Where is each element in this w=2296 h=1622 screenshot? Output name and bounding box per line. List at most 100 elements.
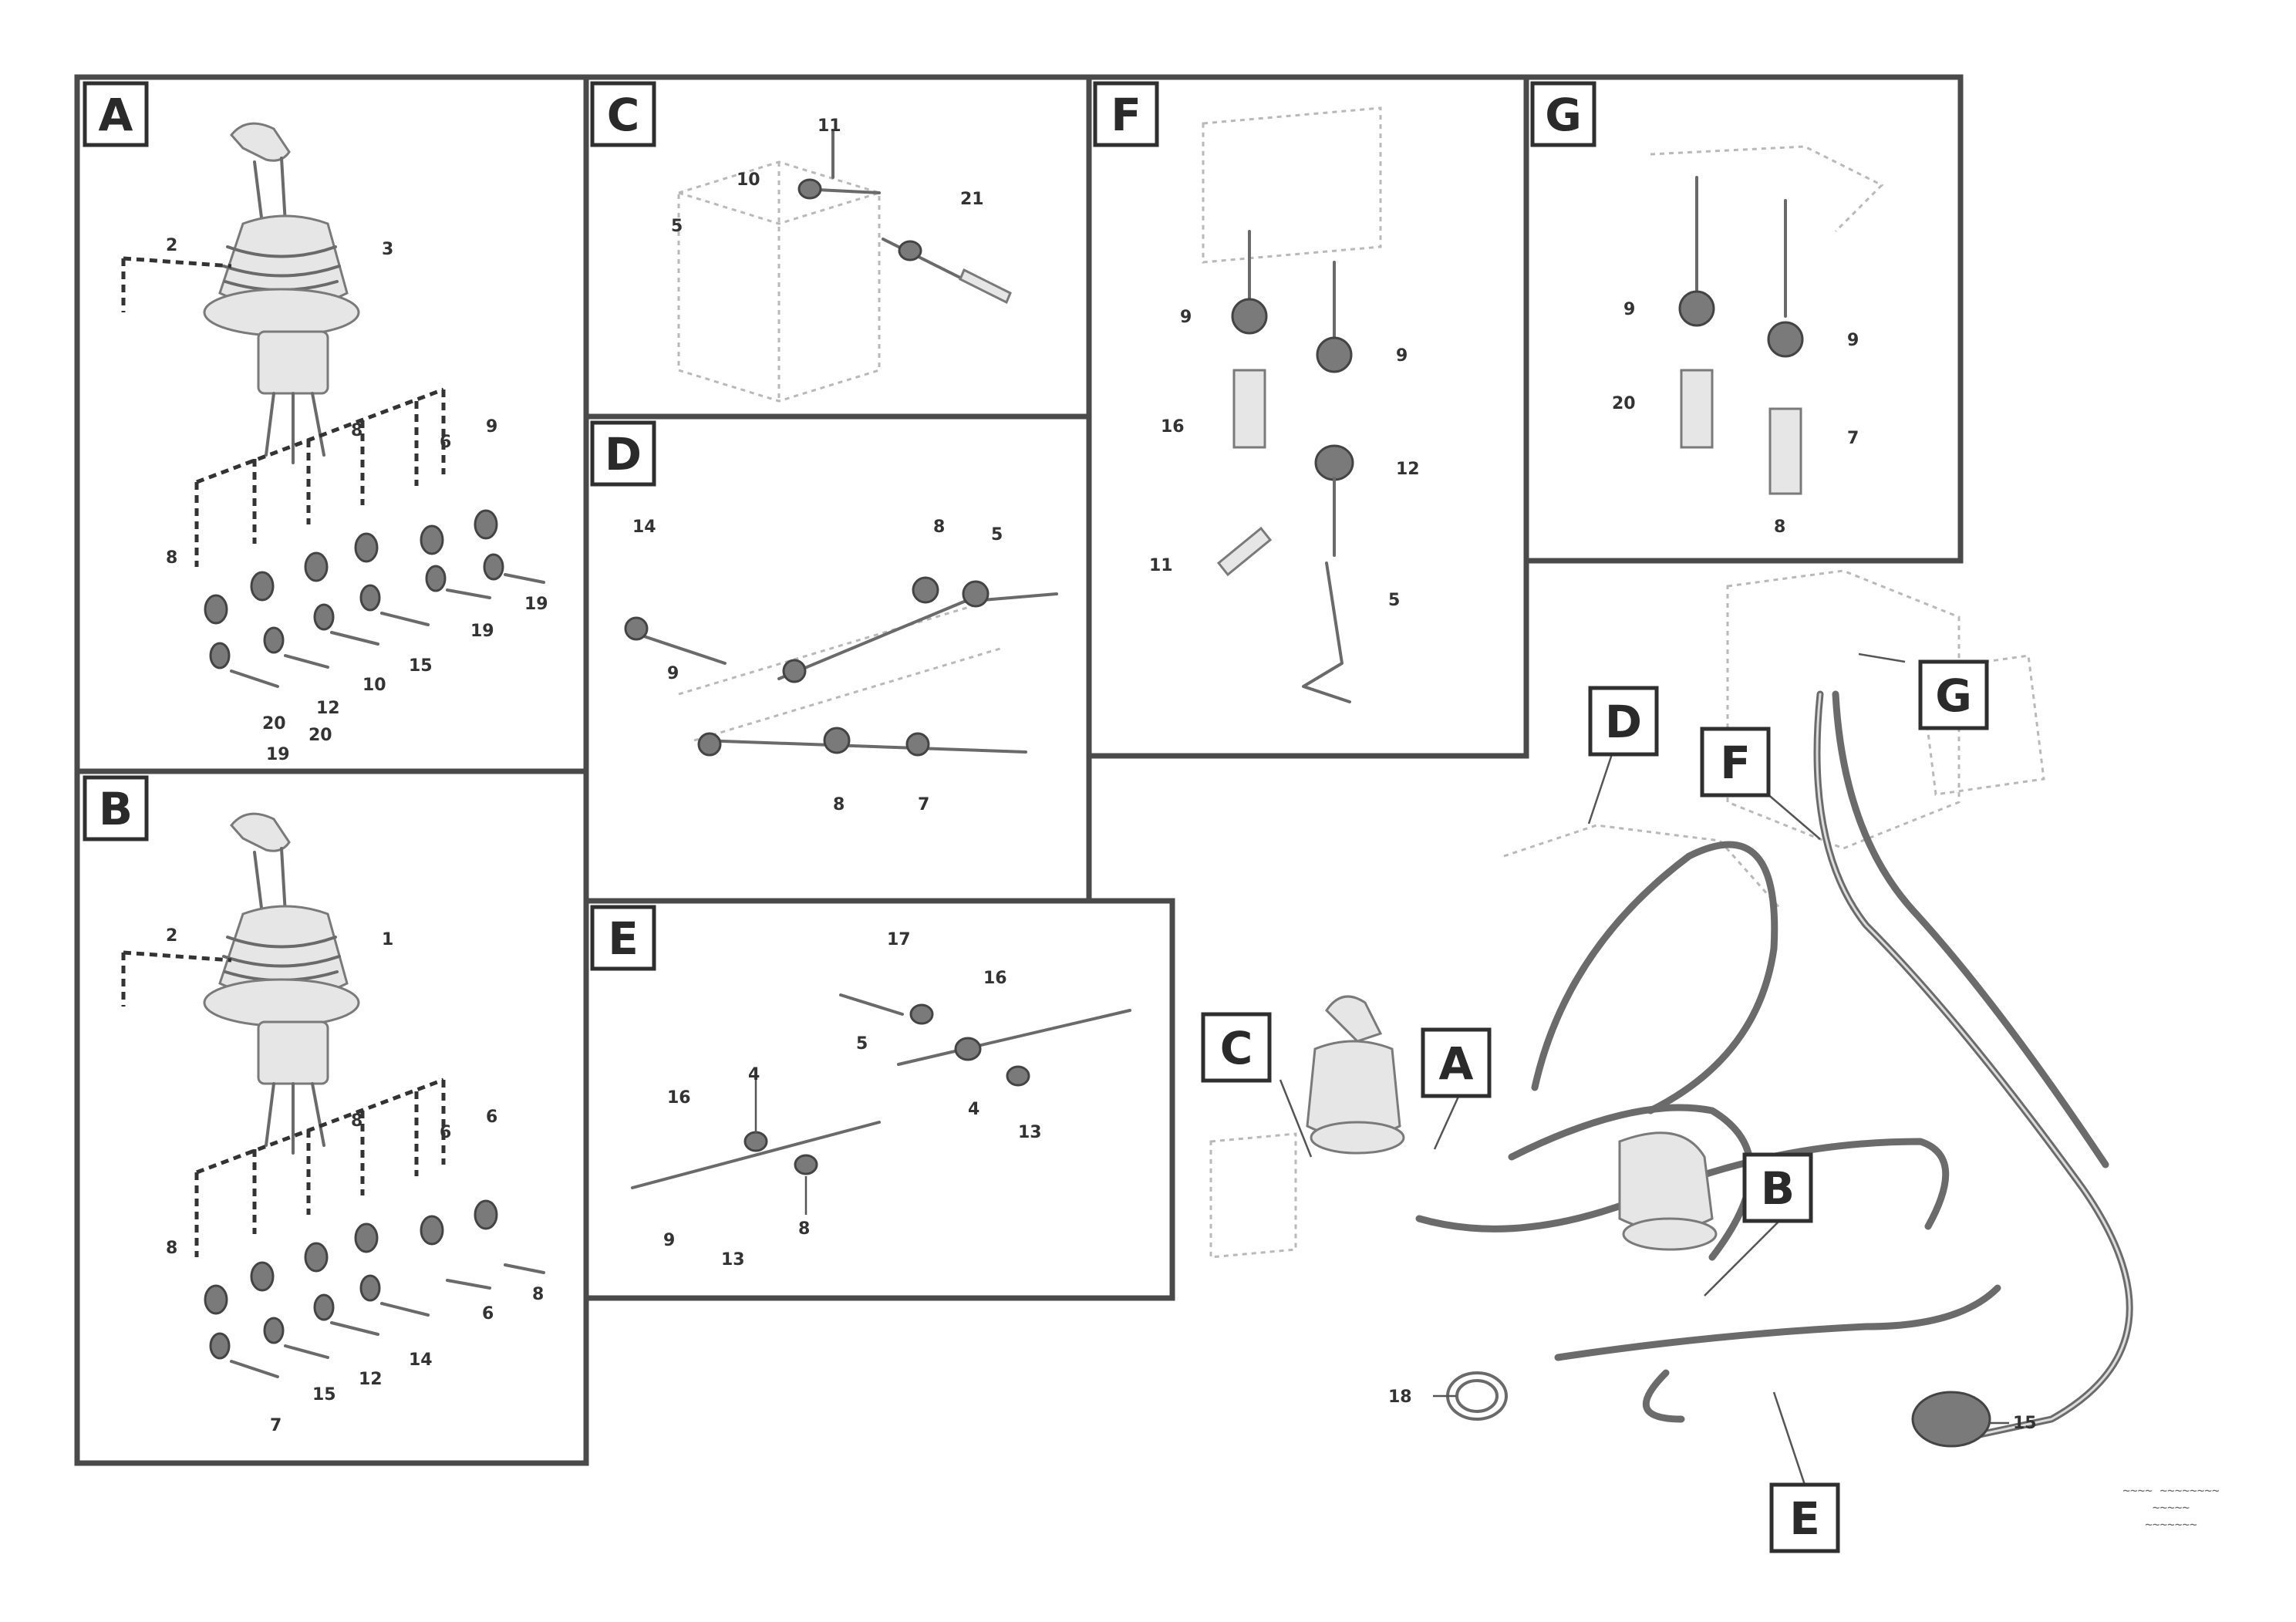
panel-b-frame (74, 768, 589, 1466)
panel-a-callouts: 2 3 6 9 8 8 19 19 15 10 12 20 20 19 (166, 236, 548, 764)
part-callout-number: 2 (166, 236, 177, 255)
part-callout-number: 14 (632, 518, 656, 537)
part-callout-number: 7 (918, 795, 929, 814)
part-callout-number: 19 (470, 622, 494, 641)
part-callout-number: 15 (409, 656, 433, 676)
drawing-reference: ~~~~ ~~~~~~~~ ~~~~~ ~~~~~~~ (2082, 1482, 2260, 1533)
part-callout-number: 4 (968, 1100, 979, 1119)
overview-tag-label: A (1439, 1037, 1474, 1090)
panel-f-frame (1086, 74, 1529, 759)
part-callout-number: 5 (1388, 591, 1400, 610)
overview-hoses (1415, 690, 2133, 1446)
panel-e-callouts: 17 16 4 5 16 4 13 9 13 8 (663, 930, 1042, 1270)
overview-valve (1911, 1391, 1991, 1448)
part-callout-number: 1 (382, 930, 393, 949)
overview-tag-e: E (1769, 1482, 1840, 1553)
panel-e-drawing: 17 16 4 5 16 4 13 9 13 8 (631, 930, 1131, 1270)
panel-b-callouts: 2 1 6 6 8 8 7 15 12 14 6 8 (166, 926, 544, 1435)
part-callout-number: 11 (1149, 556, 1173, 575)
panel-c-callouts: 11 10 5 21 (671, 116, 984, 236)
overview-tag-f: F (1700, 727, 1771, 798)
overview-tag-label: G (1935, 669, 1972, 722)
part-callout-number: 8 (166, 548, 177, 568)
view-tag-b-label: B (99, 783, 133, 835)
part-callout-number: 8 (351, 421, 362, 440)
panel-frames (74, 74, 1964, 1466)
part-callout-number: 8 (351, 1111, 362, 1131)
overview-tag-b: B (1742, 1152, 1813, 1223)
part-callout-number: 18 (1388, 1388, 1412, 1407)
part-callout-number: 5 (991, 525, 1003, 545)
part-callout-number: 6 (440, 433, 451, 452)
part-callout-number: 9 (667, 664, 679, 683)
part-callout-number: 10 (362, 676, 386, 695)
view-tag-a-label: A (99, 89, 133, 141)
part-callout-number: 8 (933, 518, 945, 537)
part-callout-number: 5 (671, 217, 683, 236)
part-callout-number: 12 (316, 699, 340, 718)
part-callout-number: 9 (1623, 300, 1635, 319)
panel-d-drawing: 14 9 8 5 8 7 (624, 518, 1058, 814)
overview-tag-label: B (1761, 1162, 1795, 1215)
panel-a-frame (74, 74, 589, 774)
panel-f-callouts: 9 9 16 12 11 5 (1149, 308, 1420, 610)
overview-tag-label: F (1720, 737, 1751, 789)
view-tag-g-label: G (1545, 89, 1582, 141)
overview-joysticks (1306, 995, 1718, 1251)
panel-b-fittings (204, 1199, 545, 1378)
overview-tags: D F G C A B E (1201, 659, 1989, 1553)
part-callout-number: 8 (166, 1239, 177, 1258)
part-callout-number: 4 (748, 1065, 760, 1084)
view-tag-f-label: F (1111, 89, 1141, 141)
panel-a-fittings (204, 509, 545, 688)
overview-tag-d: D (1588, 686, 1659, 757)
part-callout-number: 12 (359, 1370, 383, 1389)
overview-tag-a: A (1421, 1027, 1492, 1098)
part-callout-number: 8 (532, 1285, 544, 1304)
part-callout-number: 9 (1847, 331, 1859, 350)
view-tag-f: F (1093, 81, 1159, 147)
overview-tag-g: G (1918, 659, 1989, 730)
overview-ring (1446, 1371, 1508, 1421)
part-callout-number: 9 (1396, 346, 1408, 366)
part-callout-number: 3 (382, 240, 393, 259)
part-callout-number: 6 (482, 1304, 494, 1324)
panel-g-drawing: 9 9 20 7 8 (1612, 145, 1884, 537)
part-callout-number: 6 (440, 1123, 451, 1142)
panel-g-frame (1523, 74, 1964, 564)
part-callout-number: 19 (524, 595, 548, 614)
part-callout-number: 21 (960, 190, 984, 209)
view-tag-d-label: D (605, 428, 642, 481)
overview-tag-label: C (1220, 1022, 1253, 1074)
panel-c-drawing: 11 10 5 21 (671, 116, 1012, 403)
part-callout-number: 19 (266, 745, 290, 764)
view-tag-a: A (83, 81, 149, 147)
part-callout-number: 20 (262, 714, 286, 733)
part-callout-number: 16 (1161, 417, 1185, 437)
view-tag-g: G (1530, 81, 1596, 147)
part-callout-number: 15 (312, 1385, 336, 1404)
panel-d-callouts: 14 9 8 5 8 7 (632, 518, 1003, 814)
part-callout-number: 10 (737, 170, 760, 190)
overview-tag-label: D (1605, 696, 1642, 748)
overview-tag-c: C (1201, 1012, 1272, 1083)
drawing-reference-line3: ~~~~~~~ (2145, 1517, 2197, 1532)
part-callout-number: 8 (833, 795, 845, 814)
part-callout-number: 9 (486, 417, 497, 437)
panel-g-callouts: 9 9 20 7 8 (1612, 300, 1859, 537)
part-callout-number: 17 (887, 930, 911, 949)
part-callout-number: 12 (1396, 460, 1420, 479)
view-tag-e-label: E (608, 912, 639, 965)
part-callout-number: 7 (270, 1416, 282, 1435)
overview-callouts: 18 15 (1388, 1388, 2037, 1433)
part-callout-number: 9 (663, 1231, 675, 1250)
part-callout-number: 5 (856, 1034, 868, 1054)
part-callout-number: 16 (667, 1088, 691, 1108)
part-callout-number: 11 (818, 116, 841, 136)
view-tag-d: D (590, 420, 656, 487)
part-callout-number: 7 (1847, 429, 1859, 448)
part-callout-number: 13 (1018, 1123, 1042, 1142)
panel-f-drawing: 9 9 16 12 11 5 (1149, 106, 1420, 703)
panel-b-drawing: 2 1 6 6 8 8 7 15 12 14 6 8 (121, 812, 545, 1435)
